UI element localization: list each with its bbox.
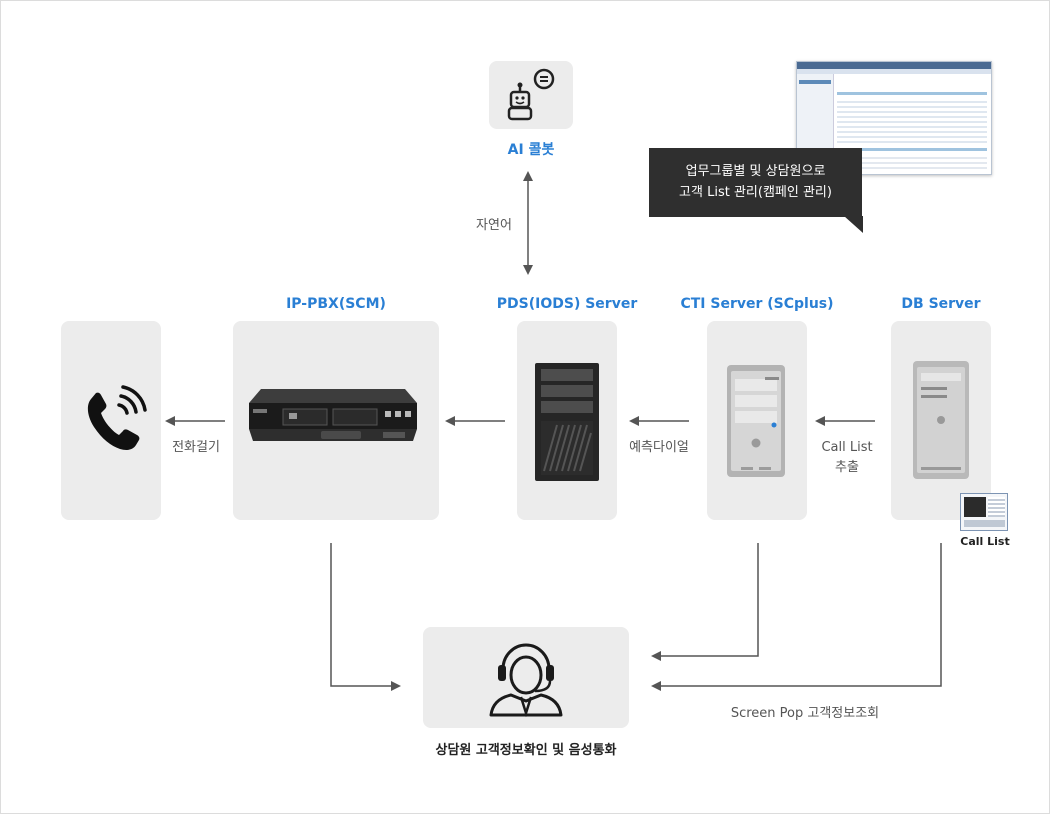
arrow-db-agent [651,543,942,691]
campaign-screen-thumbnail [796,61,992,175]
call-label: 전화걸기 [172,440,220,455]
call-list-extract-label: Call List 추출 [813,438,881,478]
cti-card [707,321,807,520]
call-list-badge-icon [960,493,1008,531]
ipbx-title: IP-PBX(SCM) [286,296,386,312]
agent-caption: 상담원 고객정보확인 및 음성통화 [435,743,617,758]
phone-ringing-icon [87,385,147,450]
tower-server-icon [727,365,785,477]
ai-callbot-card [489,61,573,129]
call-list-badge-label: Call List [960,535,1010,548]
ai-callbot-title: AI 콜봇 [507,142,555,158]
pds-title: PDS(IODS) Server [496,296,638,312]
screen-pop-label: Screen Pop 고객정보조회 [730,706,880,721]
natural-language-label: 자연어 [476,218,512,233]
callout-tail [844,216,863,233]
headset-agent-icon [489,643,563,718]
rack-server-icon [249,389,417,441]
callout-line-2: 고객 List 관리(캠페인 관리) [679,185,832,200]
arrow-ipbx-agent [330,543,401,691]
campaign-callout: 업무그룹별 및 상담원으로 고객 List 관리(캠페인 관리) [649,148,862,217]
cti-title: CTI Server (SCplus) [680,296,834,312]
robot-chat-icon [507,68,555,121]
predictive-dial-label: 예측다이얼 [629,440,689,455]
ipbx-card [233,321,439,520]
phone-card [61,321,161,520]
call-list-extract-line-2: 추출 [835,460,859,475]
db-title: DB Server [901,296,981,312]
db-card [891,321,991,520]
pds-card [517,321,617,520]
call-list-extract-line-1: Call List [821,440,873,455]
tower-server-icon [535,363,599,481]
callout-line-1: 업무그룹별 및 상담원으로 [685,164,826,179]
tower-server-icon [913,361,969,479]
arrow-cti-agent [651,543,759,661]
agent-card [423,627,629,728]
